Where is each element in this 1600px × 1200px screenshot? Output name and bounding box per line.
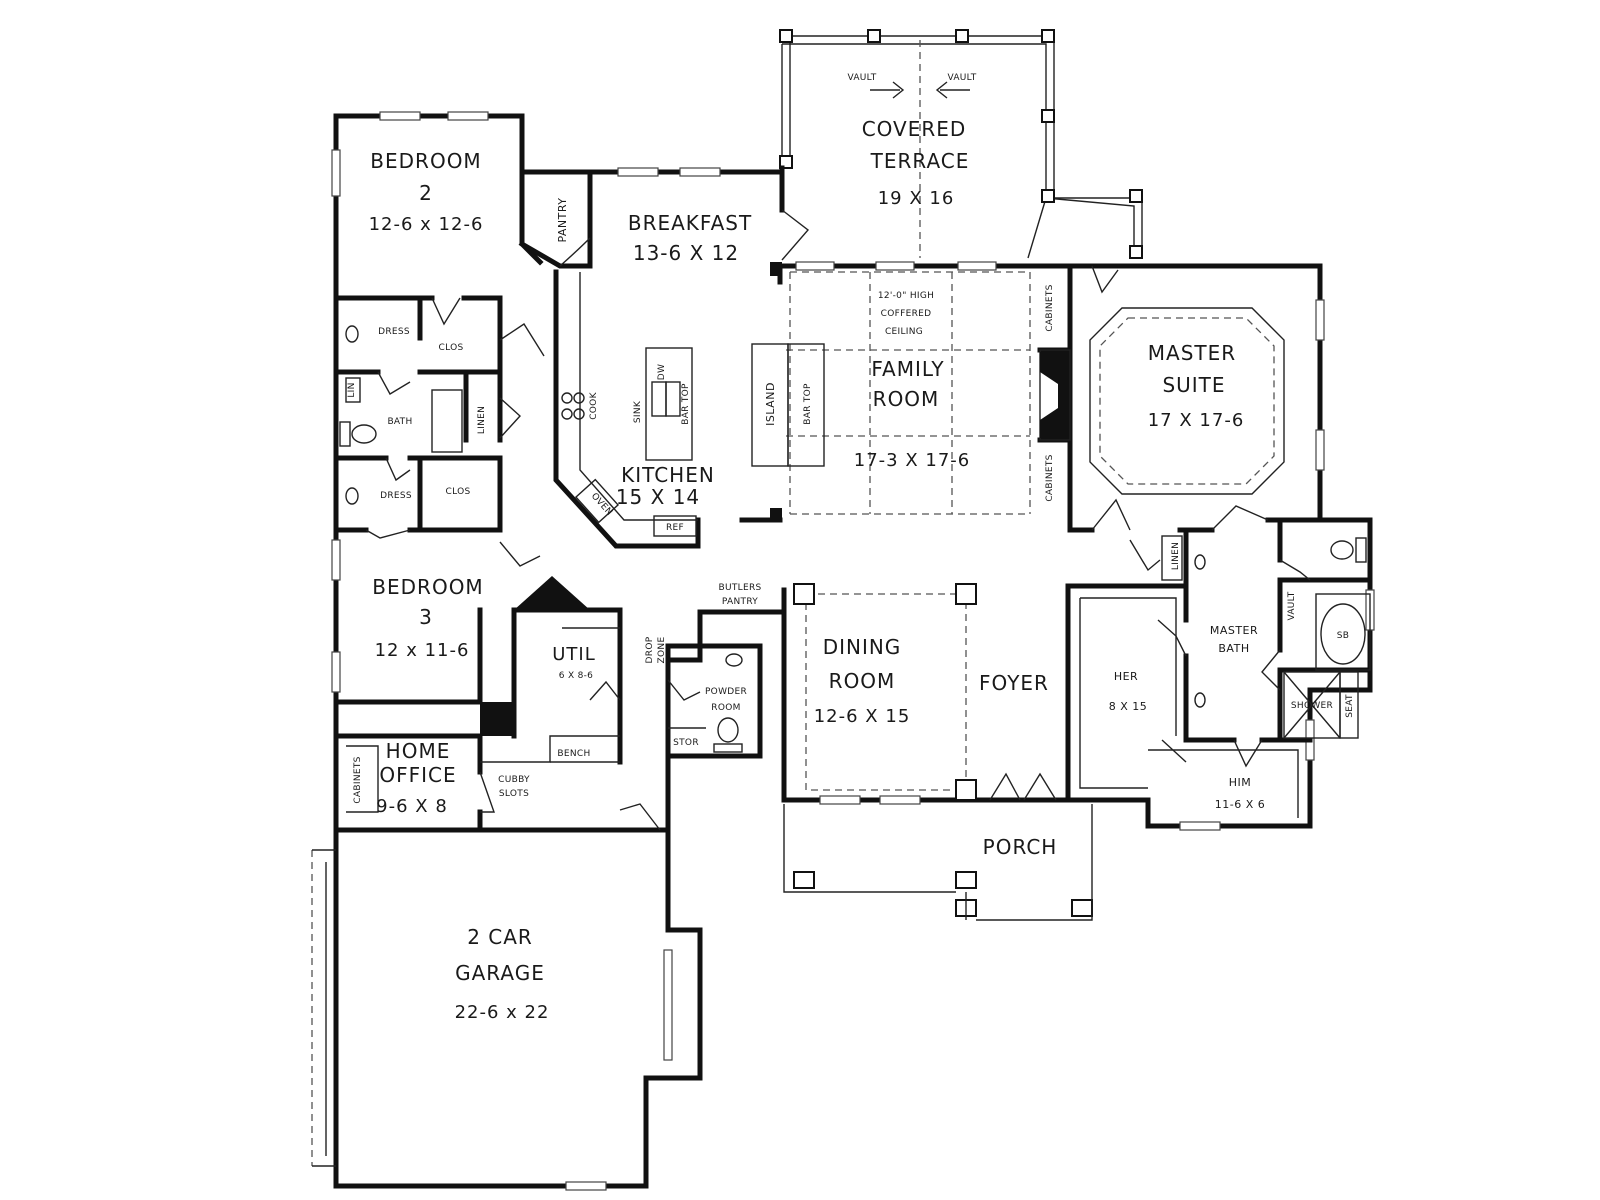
coffered-line1: 12'-0" HIGH: [878, 291, 934, 301]
bench-label: BENCH: [557, 749, 590, 759]
linen-label: LINEN: [477, 406, 487, 434]
linen-master-label: LINEN: [1171, 542, 1181, 570]
bar-top-island-label: BAR TOP: [803, 383, 813, 425]
posts: [793, 583, 1093, 917]
family-dims: 17-3 X 17-6: [854, 450, 970, 471]
kitchen-island: [561, 343, 825, 537]
clos-lower-label: CLOS: [446, 487, 471, 497]
bedroom-2-number: 2: [419, 181, 433, 205]
covered-terrace-structure: [779, 29, 1143, 259]
coffered-line2: COFFERED: [881, 309, 932, 319]
dress-lower-label: DRESS: [380, 491, 412, 501]
home-office-line1: HOME: [386, 739, 451, 763]
powder-line2: ROOM: [711, 703, 740, 713]
master-bath-line2: BATH: [1218, 642, 1249, 655]
powder-line1: POWDER: [705, 687, 747, 697]
dining-line1: DINING: [823, 635, 902, 659]
family-line1: FAMILY: [871, 357, 944, 381]
garage-line2: GARAGE: [455, 961, 545, 985]
breakfast-name: BREAKFAST: [628, 211, 752, 235]
bedroom-3-name: BEDROOM: [372, 575, 483, 599]
bedroom-3-number: 3: [419, 605, 433, 629]
interior-walls: [333, 169, 1373, 833]
coffered-line3: CEILING: [885, 327, 923, 337]
vault-bath-label: VAULT: [1287, 591, 1297, 620]
vault-right-label: VAULT: [947, 73, 976, 83]
bedroom-3-dims: 12 x 11-6: [375, 640, 470, 661]
bar-top-counter-label: BAR TOP: [681, 383, 691, 425]
fixtures: [339, 325, 1371, 753]
garage-dims: 22-6 x 22: [455, 1002, 550, 1023]
dw-label: DW: [657, 364, 667, 380]
terrace-line1: COVERED: [862, 117, 967, 141]
cabinets-office-label: CABINETS: [353, 756, 363, 803]
lin-label: LIN: [347, 382, 357, 397]
kitchen-name: KITCHEN: [621, 463, 715, 487]
cabinets-lower-label: CABINETS: [1045, 454, 1055, 501]
him-name: HIM: [1229, 776, 1252, 789]
bedroom-2-name: BEDROOM: [370, 149, 481, 173]
solid-fills: [480, 262, 1068, 736]
sb-label: SB: [1337, 631, 1350, 641]
master-suite-line1: MASTER: [1148, 341, 1236, 365]
bedroom-2-dims: 12-6 x 12-6: [369, 214, 484, 235]
drop-zone-line2: ZONE: [657, 637, 667, 664]
pantry-label: PANTRY: [556, 197, 569, 242]
master-suite-line2: SUITE: [1162, 373, 1225, 397]
home-office-line2: OFFICE: [379, 763, 456, 787]
dining-dims: 12-6 X 15: [814, 706, 911, 727]
foyer-label: FOYER: [979, 671, 1049, 695]
breakfast-dims: 13-6 X 12: [633, 241, 739, 265]
home-office-dims: 9-6 X 8: [376, 796, 448, 817]
ceiling-outlines: [786, 271, 1285, 791]
butlers-line1: BUTLERS: [718, 583, 761, 593]
vault-left-label: VAULT: [847, 73, 876, 83]
cubby-line2: SLOTS: [499, 789, 529, 799]
sink-label: SINK: [633, 400, 643, 423]
master-bath-line1: MASTER: [1210, 624, 1258, 637]
island-label: ISLAND: [764, 382, 777, 426]
drop-zone-line1: DROP: [645, 636, 655, 663]
porch-label: PORCH: [983, 835, 1058, 859]
porch-outline: [783, 804, 1093, 921]
garage-line1: 2 CAR: [467, 925, 533, 949]
family-line2: ROOM: [873, 387, 940, 411]
dress-upper-label: DRESS: [378, 327, 410, 337]
bath-label: BATH: [387, 417, 412, 427]
her-dims: 8 X 15: [1109, 700, 1148, 713]
ref-label: REF: [666, 523, 684, 533]
cabinets-upper-label: CABINETS: [1045, 284, 1055, 331]
butlers-line2: PANTRY: [722, 597, 758, 607]
him-dims: 11-6 X 6: [1215, 798, 1266, 811]
cook-label: COOK: [589, 391, 599, 419]
garage-door: [311, 849, 336, 1167]
util-name: UTIL: [552, 644, 596, 665]
dining-line2: ROOM: [829, 669, 896, 693]
master-suite-dims: 17 X 17-6: [1148, 410, 1245, 431]
shower-label: SHOWER: [1291, 701, 1333, 711]
her-name: HER: [1114, 670, 1138, 683]
room-labels: BEDROOM 2 12-6 x 12-6 PANTRY BREAKFAST 1…: [347, 73, 1355, 1023]
terrace-dims: 19 X 16: [878, 188, 955, 209]
terrace-line2: TERRACE: [870, 149, 970, 173]
cubby-line1: CUBBY: [498, 775, 530, 785]
windows: [331, 111, 1375, 1191]
seat-label: SEAT: [1345, 694, 1355, 718]
util-dims: 6 X 8-6: [559, 671, 593, 681]
doors: [365, 209, 1311, 831]
stor-label: STOR: [673, 738, 699, 748]
kitchen-dims: 15 X 14: [616, 485, 700, 509]
clos-upper-label: CLOS: [439, 343, 464, 353]
